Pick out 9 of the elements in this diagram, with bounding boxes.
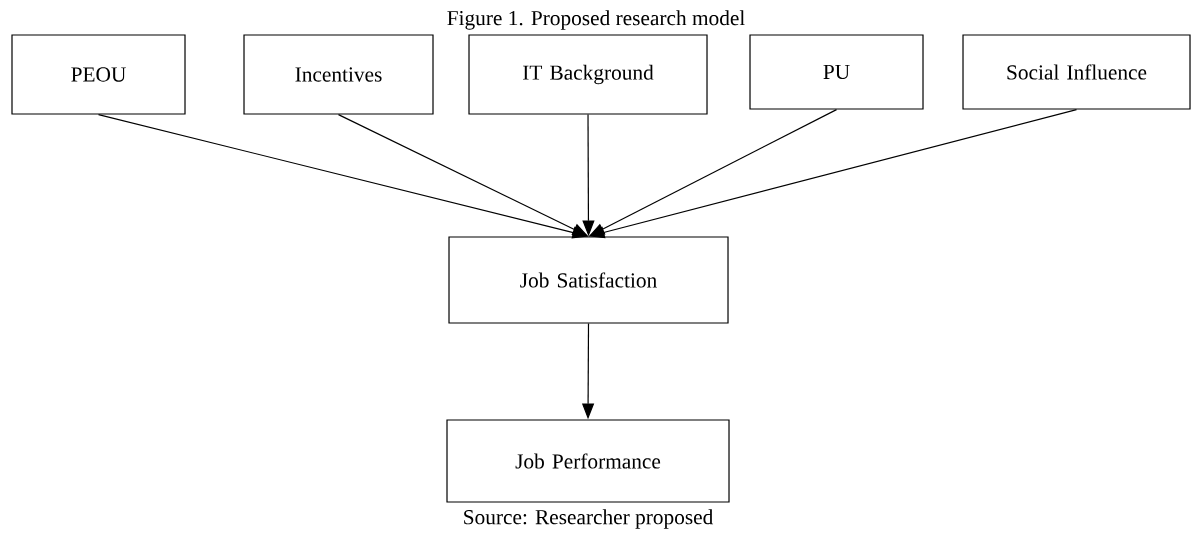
source-caption: Source: Researcher proposed	[464, 509, 714, 529]
process-box: IT Background	[468, 34, 708, 115]
process-box: PU	[749, 34, 924, 110]
process-box: Social Influence	[962, 34, 1191, 110]
process-box: Job Satisfaction	[448, 236, 729, 324]
figure-title: Figure 1. Proposed research model	[447, 10, 745, 30]
process-box: PEOU	[11, 34, 186, 115]
process-box: Job Performance	[446, 419, 730, 503]
process-box: Incentives	[243, 34, 434, 115]
